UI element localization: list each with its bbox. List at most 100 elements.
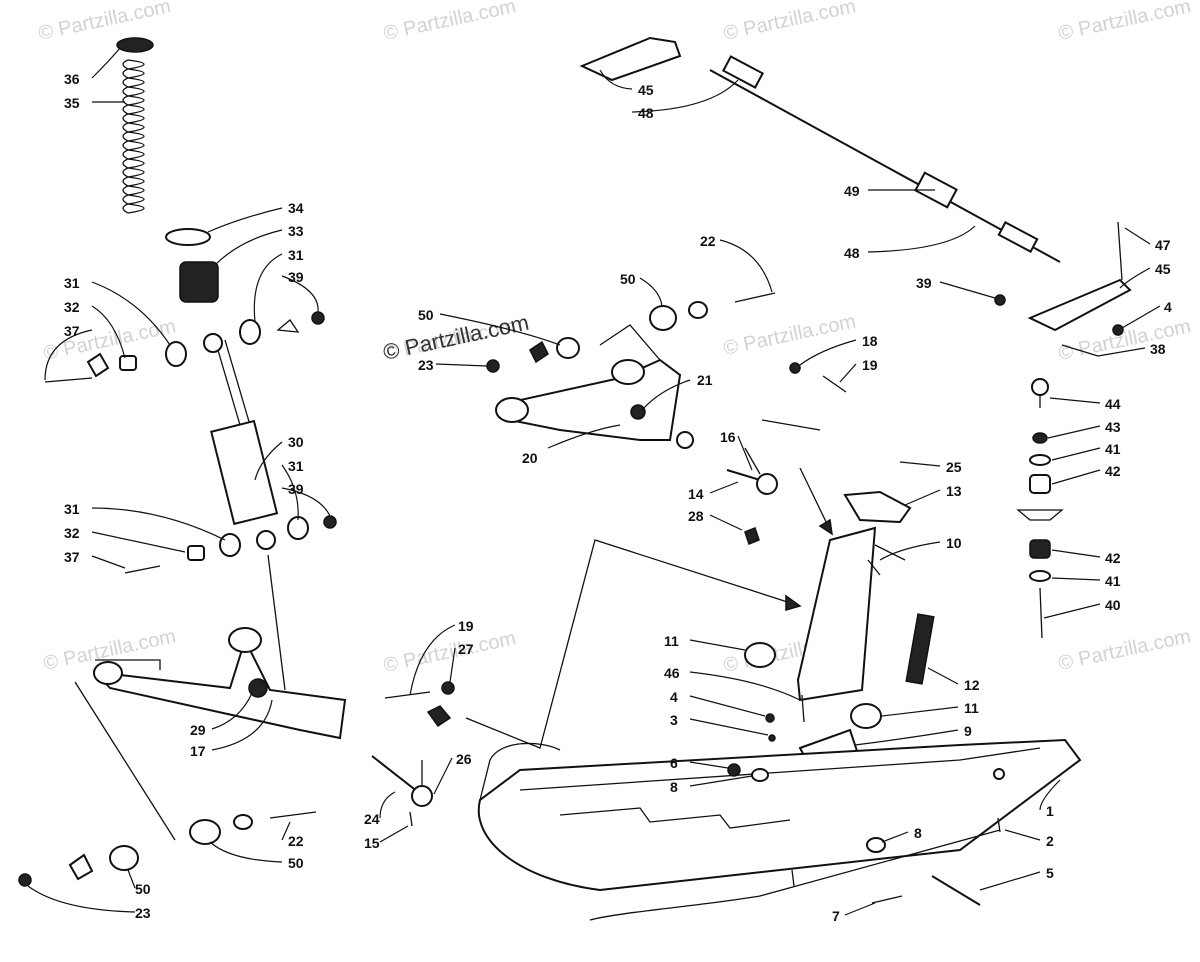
watermark: © Partzilla.com <box>1056 315 1192 365</box>
callout-45: 45 <box>1155 261 1171 277</box>
callout-43: 43 <box>1105 419 1121 435</box>
callout-17: 17 <box>190 743 206 759</box>
pin-19 <box>822 375 847 393</box>
a-arm-body <box>92 637 347 740</box>
lower-a-arm <box>18 627 455 887</box>
callout-24: 24 <box>364 811 380 827</box>
nut-4-lower <box>765 713 775 723</box>
shock-rod <box>214 339 241 426</box>
tie-rod-end-shaft <box>371 755 419 793</box>
callout-2: 2 <box>1046 833 1054 849</box>
wear-rod-2 <box>589 829 1001 921</box>
callout-6: 6 <box>670 755 678 771</box>
top-spacer <box>119 355 137 371</box>
castle-nut <box>441 681 455 695</box>
tie-rod-end <box>411 785 433 807</box>
spindle-10 <box>796 526 877 702</box>
callout-36: 36 <box>64 71 80 87</box>
callout-9: 9 <box>964 723 972 739</box>
pin-7 <box>871 895 903 904</box>
upper-a-arm <box>486 292 847 545</box>
callout-33: 33 <box>288 223 304 239</box>
grease-fitting <box>630 404 646 420</box>
cotter-pin <box>384 691 431 699</box>
callout-4: 4 <box>670 689 678 705</box>
callout-39: 39 <box>916 275 932 291</box>
shock-bottom-eye <box>256 530 276 550</box>
shock-assembly <box>44 37 337 691</box>
tie-rod-end-14 <box>756 473 778 495</box>
bottom-spacer <box>187 545 205 561</box>
bushing-50-upper <box>649 305 677 331</box>
adjuster-sleeve <box>914 171 958 209</box>
bushing-50-lower <box>109 845 139 871</box>
nut-23 <box>18 873 32 887</box>
callout-8: 8 <box>670 779 678 795</box>
watermark: © Partzilla.com <box>721 0 857 45</box>
callout-47: 47 <box>1155 237 1171 253</box>
callout-26: 26 <box>456 751 472 767</box>
callout-31: 31 <box>288 247 304 263</box>
steering-arm-45-right <box>1027 278 1132 332</box>
callout-23: 23 <box>418 357 434 373</box>
nut-18 <box>789 362 801 374</box>
top-bolt <box>44 377 93 383</box>
callout-37: 37 <box>64 323 80 339</box>
callout-49: 49 <box>844 183 860 199</box>
nut-6 <box>727 763 741 777</box>
ski-bumper <box>761 419 821 431</box>
washer-8-lower <box>866 837 886 853</box>
callout-30: 30 <box>288 434 304 450</box>
ski-handle <box>479 742 561 801</box>
watermark: © Partzilla.com <box>381 0 517 45</box>
callout-22: 22 <box>288 833 304 849</box>
center-watermark: © Partzilla.com <box>381 310 531 365</box>
assembly-line <box>465 539 801 749</box>
callout-31: 31 <box>64 501 80 517</box>
bracket <box>1016 509 1064 521</box>
callout-40: 40 <box>1105 597 1121 613</box>
callout-23: 23 <box>135 905 151 921</box>
callout-5: 5 <box>1046 865 1054 881</box>
callout-14: 14 <box>688 486 704 502</box>
top-bushing-right <box>239 319 261 345</box>
callout-11: 11 <box>964 700 979 716</box>
callout-19: 19 <box>458 618 474 634</box>
callout-44: 44 <box>1105 396 1121 412</box>
callout-19: 19 <box>862 357 878 373</box>
callout-41: 41 <box>1105 441 1121 457</box>
leader-lines <box>27 47 1161 916</box>
callout-39: 39 <box>288 481 304 497</box>
callout-32: 32 <box>64 525 80 541</box>
callout-32: 32 <box>64 299 80 315</box>
cam-plate <box>68 853 94 881</box>
callout-29: 29 <box>190 722 206 738</box>
spring-seat <box>165 228 211 246</box>
callout-37: 37 <box>64 549 80 565</box>
wear-bar-12 <box>905 613 935 685</box>
cam-plate-upper <box>529 340 549 364</box>
assembly-arrow-icon <box>818 518 833 536</box>
top-washer-right <box>276 319 300 333</box>
washer-43 <box>1032 432 1048 444</box>
callout-50: 50 <box>620 271 636 287</box>
assembly-line <box>267 554 286 691</box>
callout-35: 35 <box>64 95 80 111</box>
upper-arm-pivot <box>495 397 529 423</box>
callout-labels: 36 35 34 33 31 39 31 32 37 30 31 39 31 3… <box>64 71 1172 924</box>
ball-44 <box>1031 378 1049 396</box>
washer-41 <box>1029 454 1051 466</box>
nut-39 <box>994 294 1006 306</box>
ball-joint <box>676 431 694 449</box>
bolt-22 <box>269 811 317 819</box>
watermark: © Partzilla.com <box>381 627 517 677</box>
bolt-22-upper <box>734 292 776 303</box>
ski-assembly <box>465 467 1082 921</box>
callout-11: 11 <box>664 633 679 649</box>
bushing-11-right <box>850 703 882 729</box>
bottom-bushing-right <box>287 516 309 540</box>
spring-adjuster <box>179 261 219 303</box>
washer <box>233 814 253 830</box>
callout-18: 18 <box>862 333 878 349</box>
